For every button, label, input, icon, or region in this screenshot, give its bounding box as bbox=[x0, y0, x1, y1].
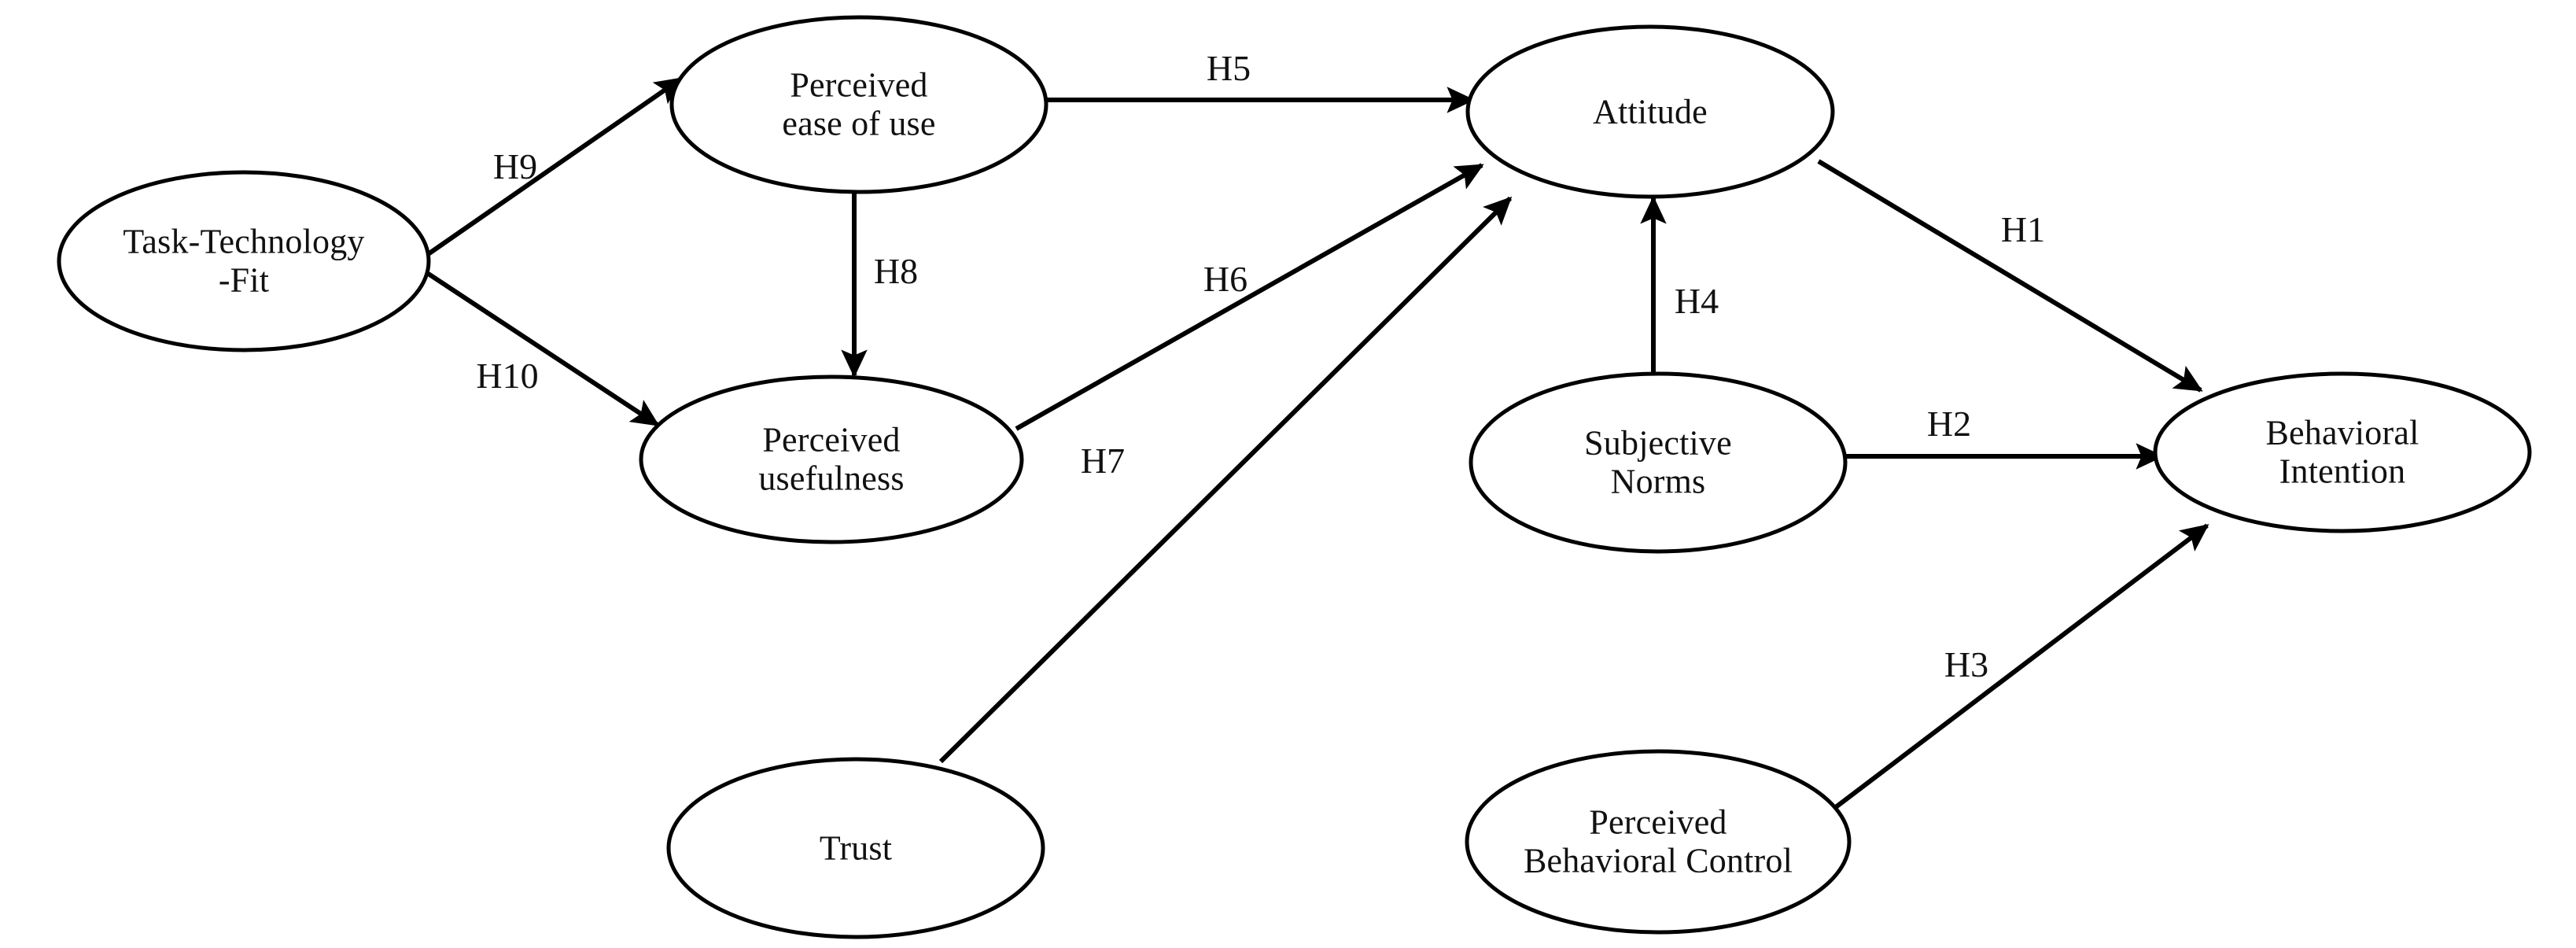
edge-h3 bbox=[1822, 523, 2209, 819]
edge-h10 bbox=[423, 269, 660, 427]
node-subjective-norms[interactable] bbox=[1469, 371, 1848, 554]
node-trust[interactable] bbox=[666, 757, 1045, 939]
node-perceived-ease-of-use[interactable] bbox=[669, 15, 1048, 194]
node-perceived-usefulness[interactable] bbox=[639, 374, 1024, 544]
node-task-technology-fit[interactable] bbox=[57, 170, 431, 352]
edge-h6 bbox=[1015, 163, 1484, 431]
edge-h7 bbox=[938, 196, 1513, 764]
node-attitude[interactable] bbox=[1465, 24, 1835, 199]
node-perceived-behavioral-control[interactable] bbox=[1465, 749, 1852, 935]
edge-h9 bbox=[423, 76, 684, 259]
node-behavioral-intention[interactable] bbox=[2153, 371, 2532, 533]
edge-h1 bbox=[1817, 159, 2203, 393]
